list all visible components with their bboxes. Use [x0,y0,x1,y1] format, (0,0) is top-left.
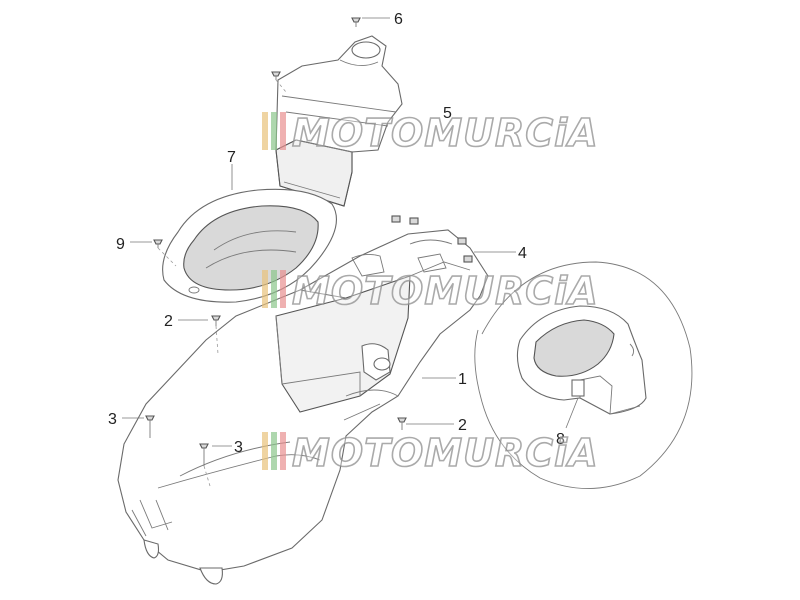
svg-text:MOTOMURCiA: MOTOMURCiA [292,269,599,313]
callout-7: 7 [227,149,236,166]
callout-6: 6 [394,11,403,28]
watermark-logo-2: MOTOMURCiA [262,268,599,314]
callout-labels: 6 5 7 9 4 2 1 3 2 3 8 [108,11,565,456]
part-5-compartment-box [275,35,403,207]
callout-4: 4 [518,245,527,262]
callout-3-left: 3 [108,411,117,428]
watermark-logo-3: MOTOMURCiA [262,430,599,476]
detail-circle [474,261,693,489]
part-8-cover-insert [516,305,647,415]
callout-8: 8 [556,431,565,448]
callout-9: 9 [116,236,125,253]
callout-2-upper: 2 [164,313,173,330]
screws [145,17,407,466]
callout-1: 1 [458,371,467,388]
svg-text:MOTOMURCiA: MOTOMURCiA [292,111,599,155]
callout-3-center: 3 [234,439,243,456]
part-4-clips [391,215,473,263]
watermark-logo-1: MOTOMURCiA [262,110,599,156]
part-7-cover [162,188,337,303]
leader-lines [122,17,579,487]
svg-text:MOTOMURCiA: MOTOMURCiA [292,431,599,475]
callout-5: 5 [443,105,452,122]
callout-2-lower: 2 [458,417,467,434]
